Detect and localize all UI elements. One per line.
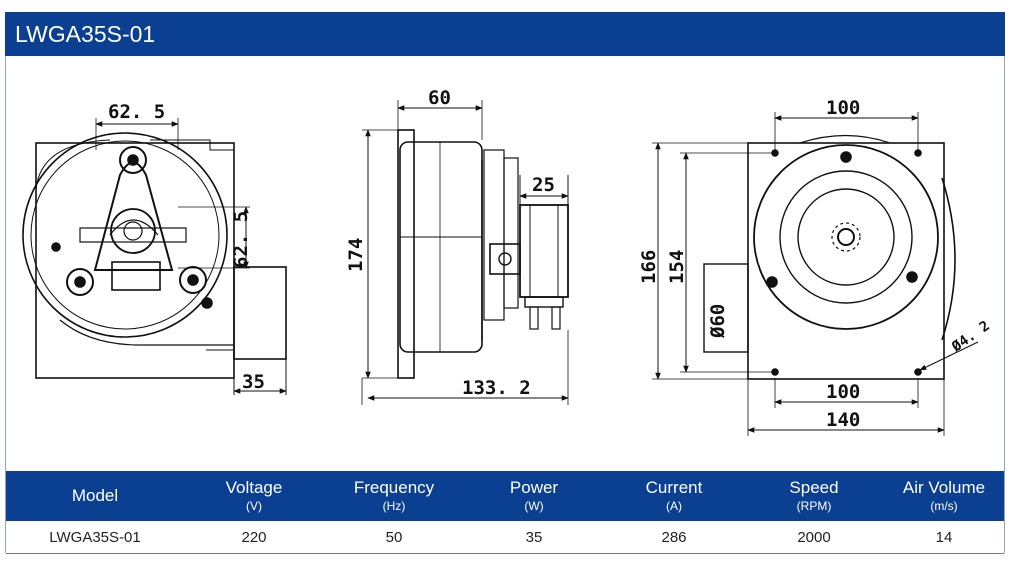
rear-view bbox=[652, 112, 979, 436]
header-frequency: Frequency (Hz) bbox=[324, 471, 464, 521]
header-label: Power bbox=[509, 478, 559, 497]
outlet-duct bbox=[233, 266, 287, 360]
header-label: Frequency bbox=[353, 478, 435, 497]
rear-width-dimension: 140 bbox=[826, 409, 860, 431]
title-bar: LWGA35S-01 bbox=[5, 12, 1005, 56]
cell-air-volume: 14 bbox=[935, 528, 953, 546]
header-label: Model bbox=[71, 486, 119, 505]
front-housing bbox=[399, 141, 483, 353]
front-plate bbox=[397, 129, 415, 379]
header-unit: (W) bbox=[524, 499, 544, 513]
header-label: Voltage bbox=[225, 478, 283, 497]
header-label: Air Volume bbox=[902, 478, 986, 497]
header-air-volume: Air Volume (m/s) bbox=[884, 471, 1004, 521]
hole-diameter-dimension: Ø4. 2 bbox=[948, 318, 993, 356]
page-title: LWGA35S-01 bbox=[15, 21, 156, 47]
side-housing bbox=[35, 142, 235, 379]
mount-right bbox=[179, 266, 207, 294]
cell-speed: 2000 bbox=[797, 528, 831, 546]
header-current: Current (A) bbox=[604, 471, 744, 521]
header-unit: (RPM) bbox=[796, 499, 832, 513]
side-height-dimension: 62. 5 bbox=[230, 211, 252, 268]
header-label: Speed bbox=[789, 478, 839, 497]
shaft bbox=[837, 228, 855, 246]
header-unit: (A) bbox=[666, 499, 682, 513]
header-speed: Speed (RPM) bbox=[744, 471, 884, 521]
rear-plate bbox=[747, 142, 945, 380]
rear-inner-height-dimension: 154 bbox=[666, 250, 688, 284]
rear-top-dimension: 100 bbox=[826, 97, 860, 119]
bearing-block bbox=[489, 243, 521, 275]
header-label: Current bbox=[645, 478, 703, 497]
rear-bottom-dimension: 100 bbox=[826, 381, 860, 403]
motor-winding bbox=[519, 204, 569, 298]
mount-top bbox=[119, 146, 147, 174]
rear-outer-height-dimension: 166 bbox=[638, 250, 660, 284]
volute-outer bbox=[22, 132, 228, 338]
rear-outlet bbox=[703, 263, 749, 353]
front-depth-dimension: 60 bbox=[428, 87, 451, 109]
cell-current: 286 bbox=[661, 528, 687, 546]
side-width-dimension: 62. 5 bbox=[108, 101, 165, 123]
header-unit: (V) bbox=[246, 499, 262, 513]
mount-left bbox=[66, 268, 94, 296]
rear-outlet-dimension: Ø60 bbox=[707, 304, 729, 339]
spec-table-header: Model Voltage (V) Frequency (Hz) Power (… bbox=[6, 471, 1004, 521]
outlet-dimension: 35 bbox=[242, 371, 265, 393]
rotor bbox=[110, 208, 156, 254]
header-voltage: Voltage (V) bbox=[184, 471, 324, 521]
table-row: LWGA35S-01 220 50 35 286 2000 14 bbox=[6, 521, 1004, 554]
header-power: Power (W) bbox=[464, 471, 604, 521]
front-length-dimension: 133. 2 bbox=[462, 377, 531, 399]
cell-power: 35 bbox=[525, 528, 543, 546]
technical-drawing: 62. 5 62. 5 35 60 174 25 133. 2 bbox=[22, 87, 993, 436]
rear-inner-ring bbox=[797, 188, 895, 286]
front-view bbox=[361, 100, 569, 405]
side-view bbox=[22, 118, 287, 395]
cell-voltage: 220 bbox=[241, 528, 267, 546]
header-model: Model bbox=[6, 471, 184, 521]
header-unit: (Hz) bbox=[382, 499, 406, 513]
rear-outer-ring bbox=[753, 144, 939, 330]
cell-model: LWGA35S-01 bbox=[49, 528, 141, 546]
bracket-dimension: 25 bbox=[532, 174, 555, 196]
header-unit: (m/s) bbox=[930, 499, 958, 513]
cell-frequency: 50 bbox=[385, 528, 403, 546]
front-height-dimension: 174 bbox=[345, 238, 367, 272]
